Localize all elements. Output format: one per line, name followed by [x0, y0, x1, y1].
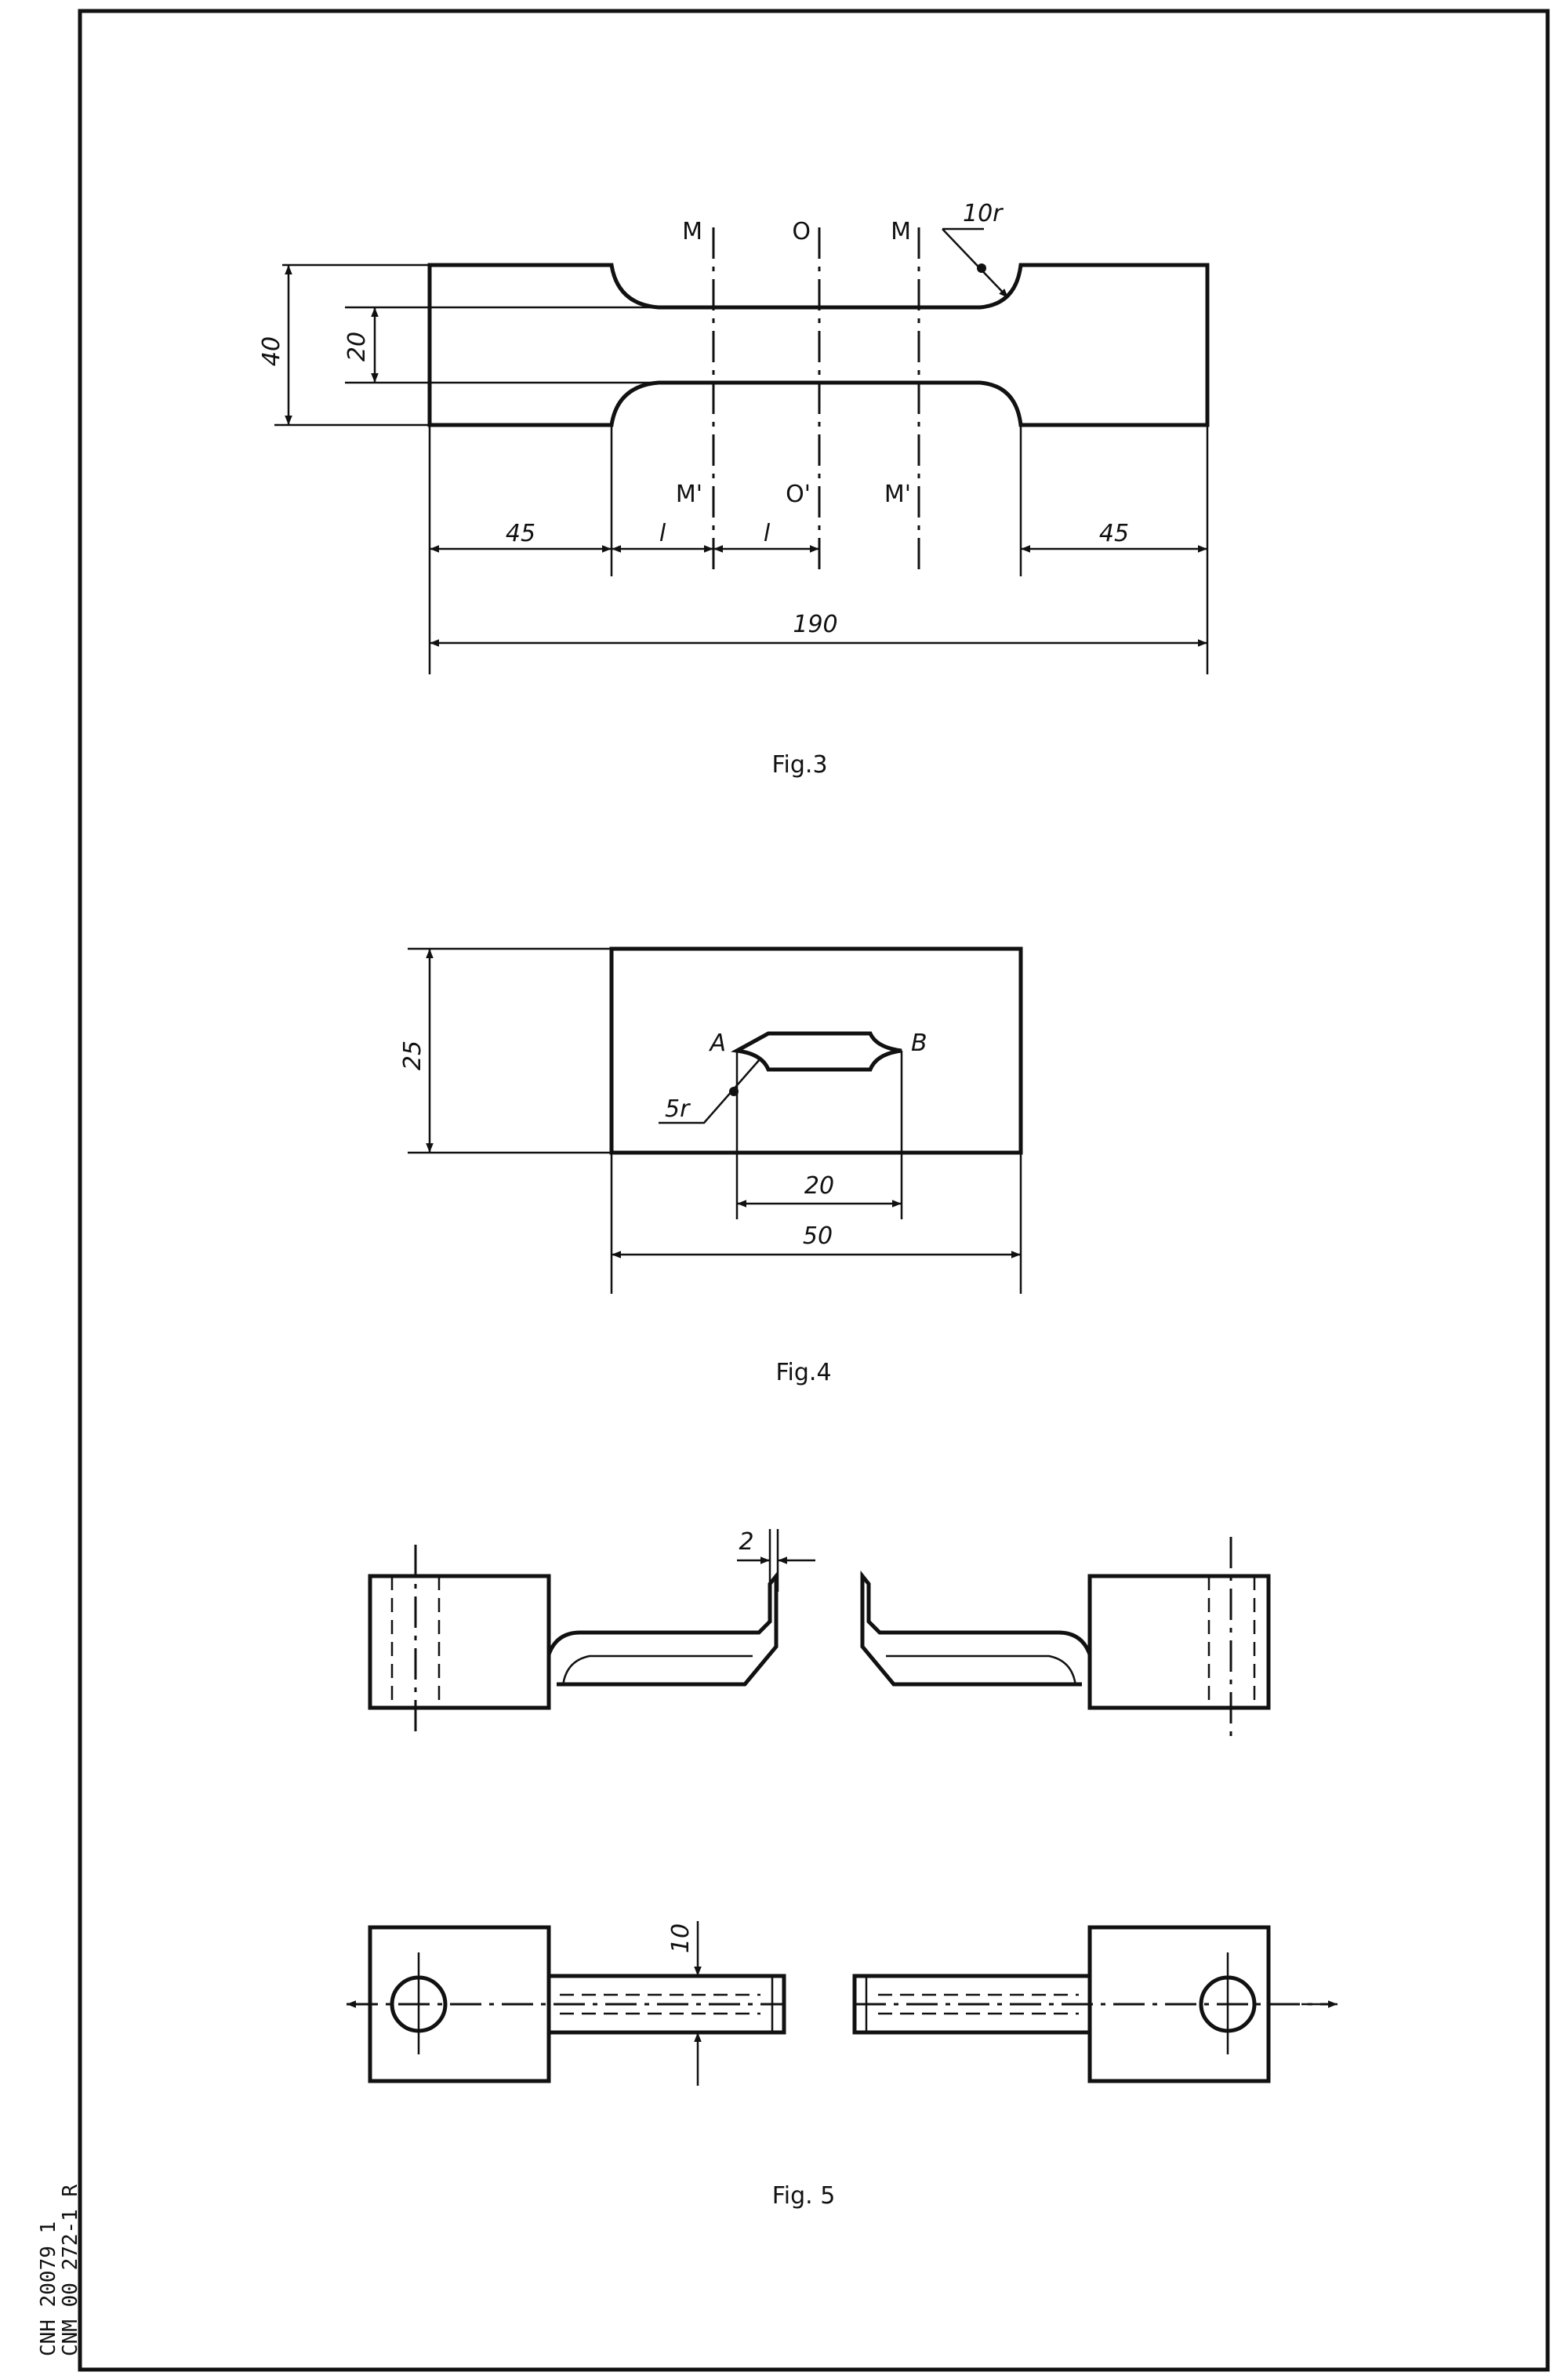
fig4-notch-outline [731, 1031, 902, 1072]
fig4-dim-width: 50 [803, 1222, 833, 1250]
stamp-line1: CNH 20079 1 [37, 2221, 60, 2356]
fig5-dim-width: 10 [667, 1923, 695, 1953]
fig5-dim-gap: 2 [739, 1528, 753, 1556]
fig3-dim-height: 40 [258, 336, 285, 366]
fig4-dim-ab: 20 [804, 1172, 834, 1200]
fig4-radius-label: 5r [665, 1095, 691, 1123]
fig5-left-grip-top [347, 1925, 786, 2083]
fig3-dim-left-end: 45 [506, 520, 535, 547]
fig5-right-grip-top [852, 1925, 1333, 2083]
fig3-dim-right-end: 45 [1099, 520, 1129, 547]
fig4-block-outline [609, 946, 1023, 1155]
fig4-caption: Fig.4 [775, 1359, 831, 1386]
fig5-caption: Fig. 5 [772, 2182, 836, 2210]
fig3-label-o-top: O [792, 218, 811, 245]
fig4-point-a: A [708, 1030, 726, 1057]
fig3-radius-label: 10r [963, 200, 1004, 227]
fig3-label-o-bottom: O' [786, 481, 811, 508]
fig3-dim-l2: l [764, 520, 771, 547]
sheet-frame [78, 9, 1550, 2372]
fig4-point-b: B [911, 1030, 927, 1057]
fig3-label-m-top-left: M [682, 218, 702, 245]
fig4-notch-block [408, 946, 1023, 1294]
fig4-dim-height: 25 [399, 1041, 426, 1070]
fig3-label-m-top-right: M [891, 218, 911, 245]
fig3-dim-l1: l [659, 520, 666, 547]
fig5-left-grip-side [368, 1545, 779, 1733]
fig3-label-m-bottom-right: M' [884, 481, 911, 508]
stamp-line2: CNM 00 272-1 R [59, 2185, 82, 2356]
fig3-label-m-bottom-left: M' [676, 481, 702, 508]
fig3-caption: Fig.3 [771, 751, 827, 779]
fig3-specimen [274, 227, 1210, 674]
fig3-dim-neck: 20 [343, 332, 371, 361]
fig3-dim-total: 190 [793, 611, 837, 638]
fig5-right-grip-side [860, 1537, 1271, 1741]
